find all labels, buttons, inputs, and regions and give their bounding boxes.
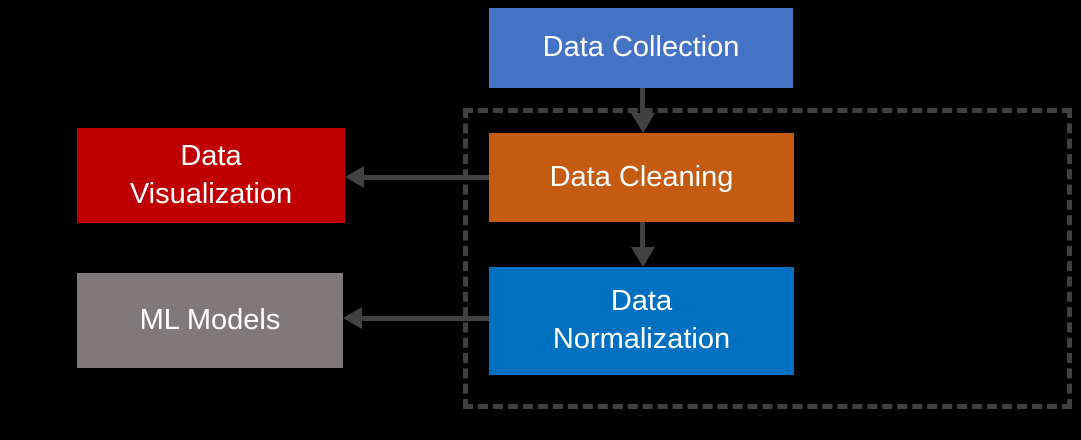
- arrow-collection-to-cleaning-shaft: [640, 88, 645, 115]
- arrow-cleaning-to-normalization-shaft: [640, 222, 645, 248]
- node-label: Data Collection: [542, 31, 740, 64]
- node-ml-models: ML Models: [77, 273, 343, 368]
- arrow-normalization-to-mlmodels-shaft: [361, 316, 489, 321]
- node-data-collection: Data Collection: [489, 8, 793, 88]
- node-data-visualization: Data Visualization: [77, 128, 345, 223]
- node-data-cleaning: Data Cleaning: [489, 133, 794, 222]
- node-label: Data Cleaning: [549, 160, 734, 193]
- processing-group-dashed-border: [463, 108, 1072, 409]
- node-label: ML Models: [139, 303, 281, 336]
- arrow-down-icon: [631, 113, 655, 133]
- node-data-normalization: Data Normalization: [489, 267, 794, 375]
- arrow-down-icon: [631, 247, 655, 267]
- arrow-cleaning-to-visualization-shaft: [363, 175, 489, 180]
- node-label: Data: [180, 139, 242, 172]
- arrow-left-icon: [343, 307, 362, 329]
- node-label: Visualization: [129, 177, 293, 210]
- node-label: Data: [610, 285, 673, 318]
- node-label: Normalization: [552, 323, 731, 355]
- arrow-left-icon: [345, 166, 364, 188]
